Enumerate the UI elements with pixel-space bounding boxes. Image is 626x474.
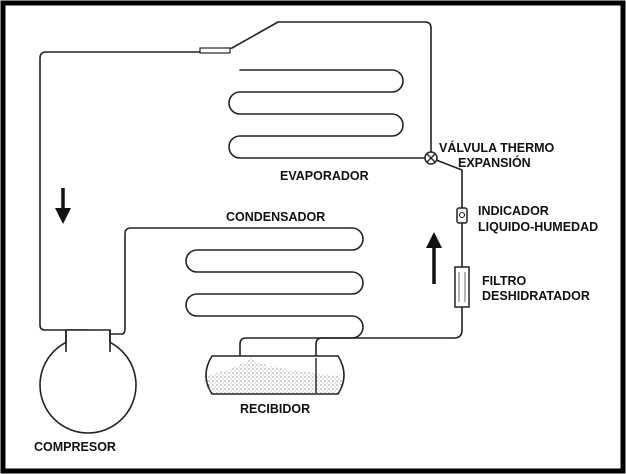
discharge-line [109,227,353,335]
evaporator-coil [228,69,432,159]
compressor-icon [39,329,137,434]
filter-label-line1: FILTRO [482,274,526,288]
valve-label-line1: VÁLVULA THERMO [439,140,555,155]
receiver-tank [204,355,345,395]
condenser-coil [185,227,364,359]
compressor-label: COMPRESOR [34,440,116,454]
flow-arrow-down-icon [55,188,71,224]
evaporator-feed [430,157,463,211]
filter-drier-icon [454,266,470,308]
suction-line [39,21,432,333]
expansion-valve-icon [424,151,438,165]
indicator-label-line2: LIQUIDO-HUMEDAD [478,220,598,234]
pipe-fitting [199,47,231,54]
indicator-label-line1: INDICADOR [478,204,549,218]
moisture-indicator-icon [456,207,468,224]
filter-label-line2: DESHIDRATADOR [482,289,590,303]
evaporator-label: EVAPORADOR [280,169,369,183]
flow-arrow-up-icon [426,232,442,284]
valve-label-line2: EXPANSIÓN [458,155,531,170]
liquid-line-lower [315,304,463,393]
condenser-label: CONDENSADOR [226,210,325,224]
receiver-label: RECIBIDOR [240,402,310,416]
